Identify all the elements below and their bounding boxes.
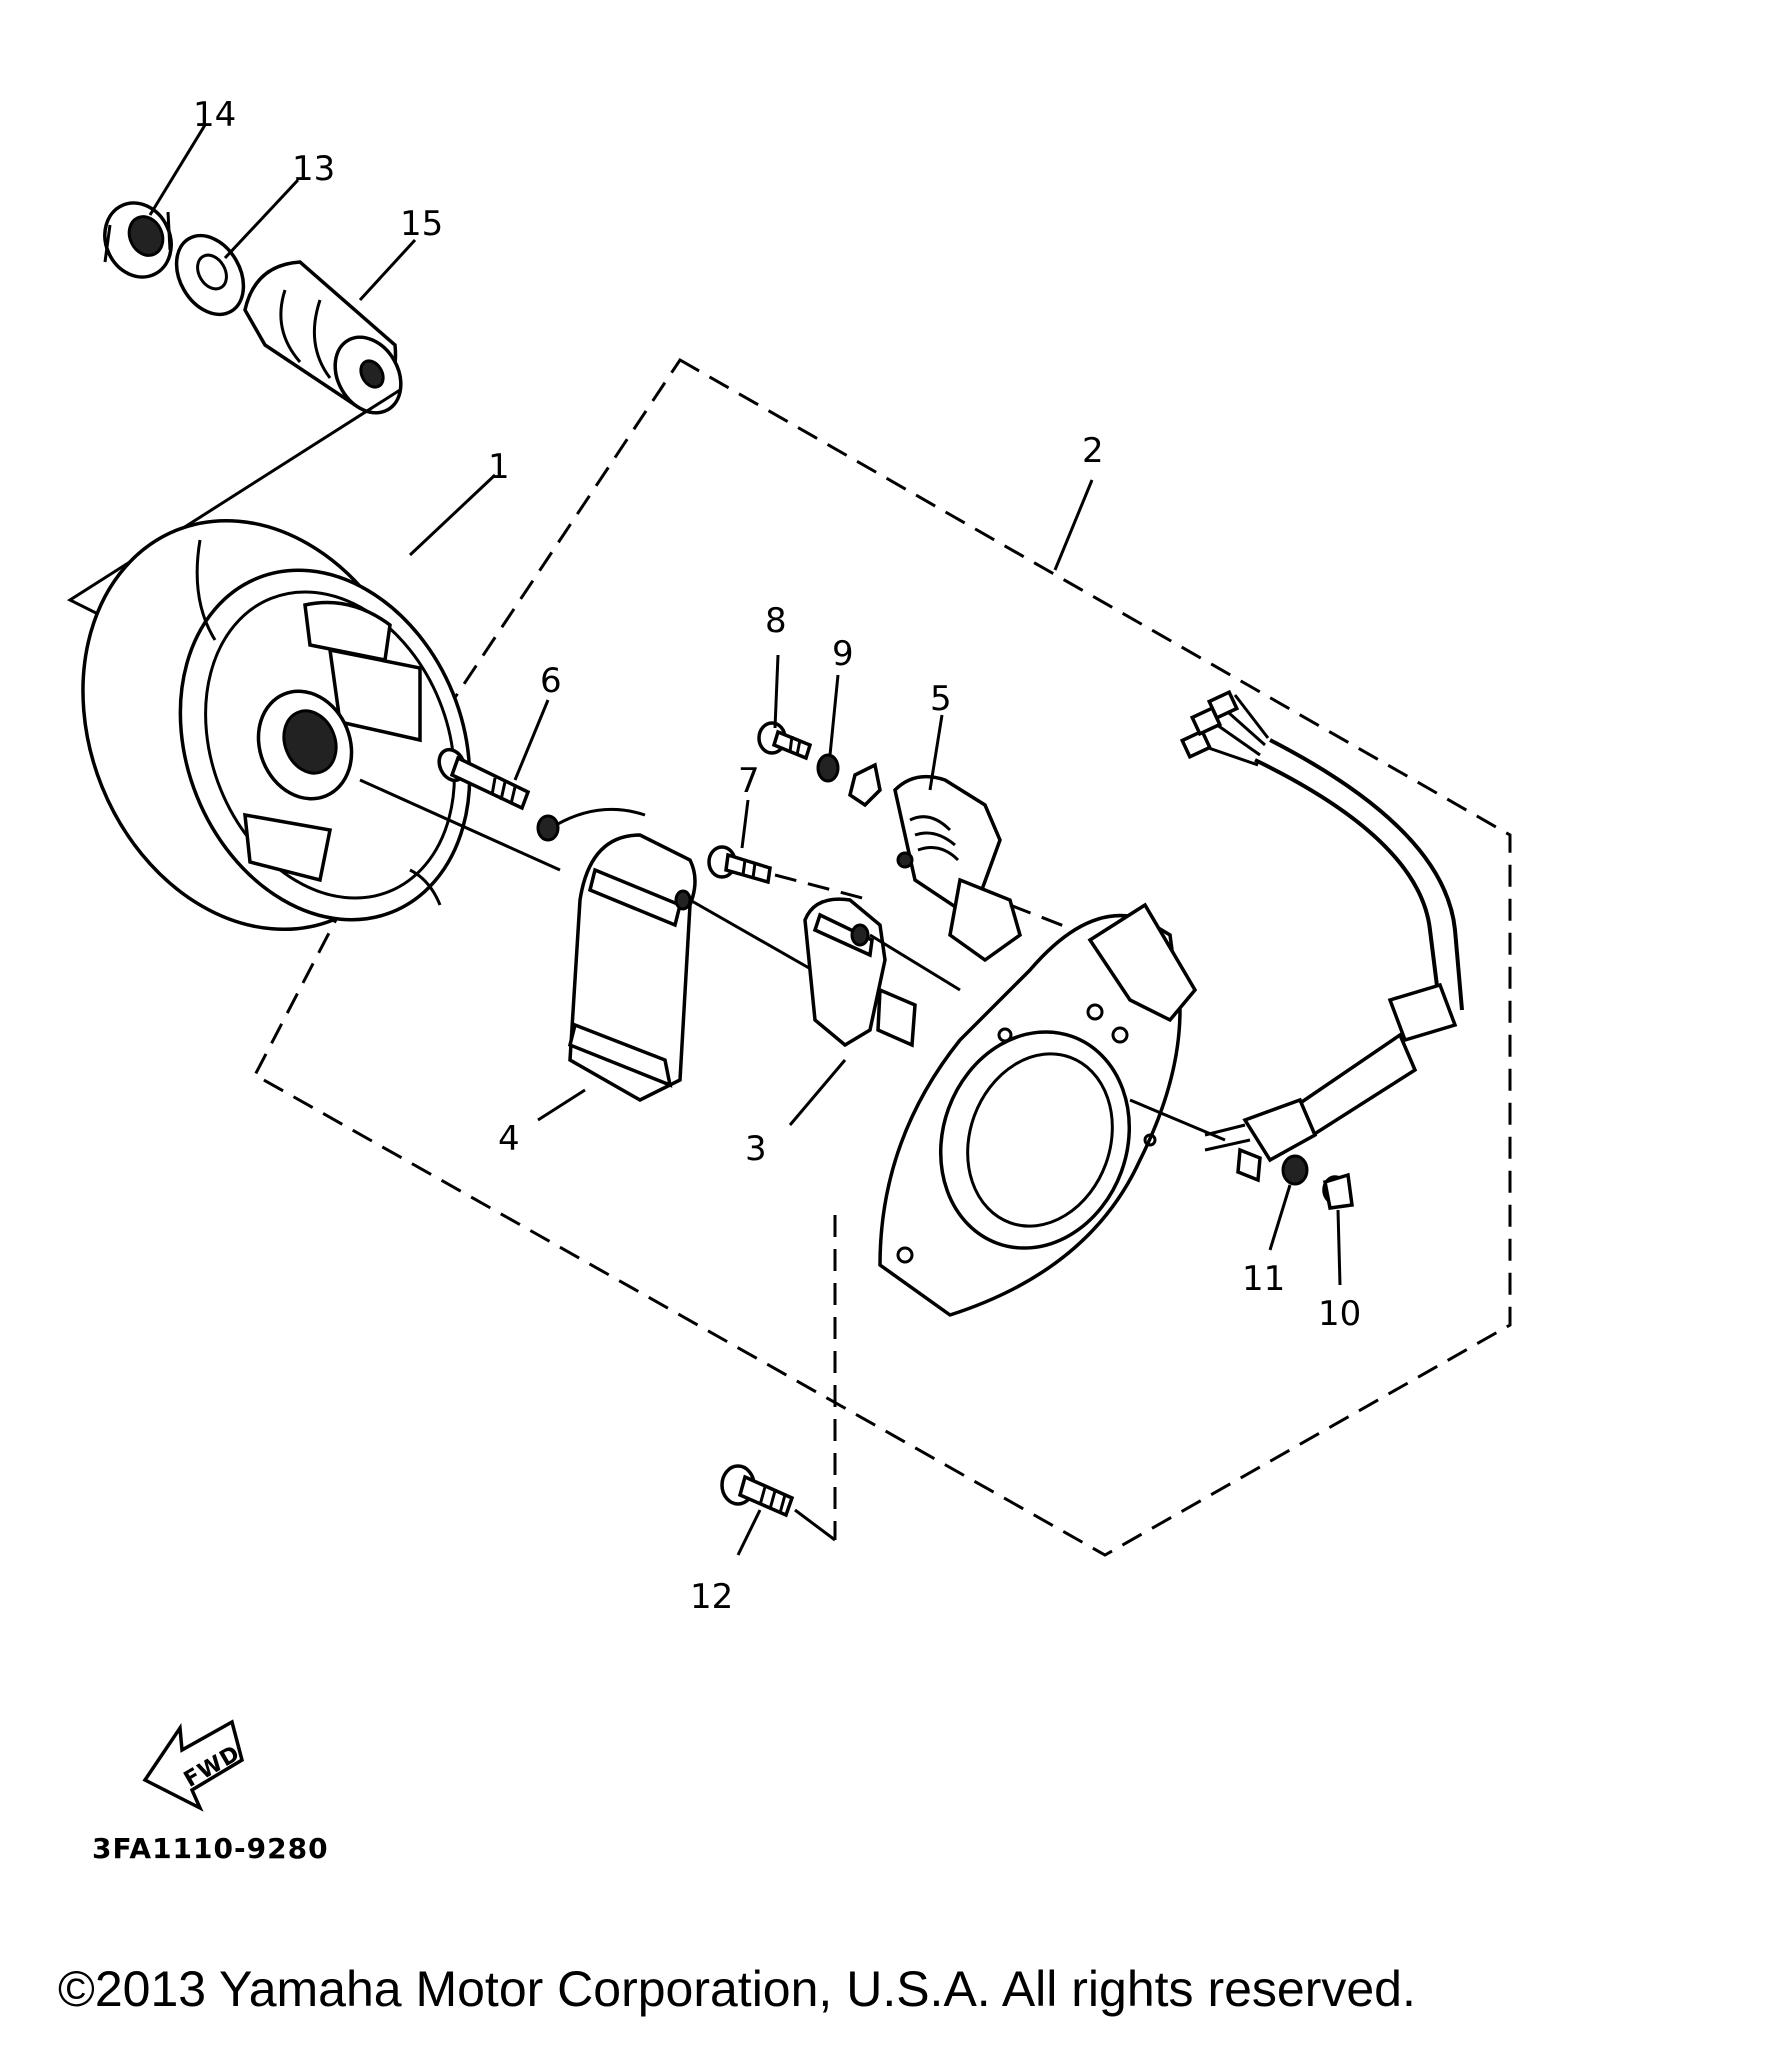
callout-10: 10 <box>1318 1294 1361 1334</box>
callout-3: 3 <box>745 1129 767 1169</box>
callout-14: 14 <box>193 95 236 135</box>
callout-9: 9 <box>832 634 854 674</box>
wire-grommet-part <box>536 807 646 842</box>
callout-2: 2 <box>1082 431 1104 471</box>
coil-axis-line <box>689 898 831 982</box>
callout-13: 13 <box>292 149 335 189</box>
pickup-coil-part <box>803 897 917 1048</box>
washer-11-part <box>1281 1154 1309 1186</box>
spacer-part <box>243 260 403 415</box>
source-coil-part <box>567 833 697 1102</box>
callout-8: 8 <box>765 601 787 641</box>
fwd-arrow-icon: FWD <box>142 1719 245 1812</box>
assembly-dashed-outline <box>252 358 1512 1557</box>
callout-12: 12 <box>690 1577 733 1617</box>
bolt-6-part <box>437 747 531 811</box>
callout-1: 1 <box>488 447 510 487</box>
bolt12-leader-dash <box>794 1508 836 1542</box>
callout-6: 6 <box>540 661 562 701</box>
callout-4: 4 <box>498 1119 520 1159</box>
contact-breaker-part <box>893 774 1023 963</box>
screw-7-part <box>707 845 772 885</box>
pickup-axis-line <box>869 933 961 992</box>
clip-part <box>848 762 882 808</box>
bolt-12-part <box>720 1464 795 1518</box>
figure-code: 3FA1110-9280 <box>92 1832 329 1865</box>
wire-harness-part <box>1179 689 1464 1183</box>
washer-9-part <box>816 753 840 783</box>
screw-8-part <box>757 721 813 761</box>
screw7-axis-line <box>774 873 871 902</box>
callout-7: 7 <box>738 761 760 801</box>
callout-leaders <box>148 124 1342 1556</box>
stator-base-plate <box>878 902 1198 1317</box>
nut-part <box>103 201 173 279</box>
flywheel-rotor-part <box>81 518 472 932</box>
callout-15: 15 <box>400 204 443 244</box>
callout-11: 11 <box>1242 1259 1285 1299</box>
rotor-axis-line <box>359 778 561 872</box>
screw-10-part <box>1322 1172 1354 1210</box>
callout-5: 5 <box>930 679 952 719</box>
copyright-notice: ©2013 Yamaha Motor Corporation, U.S.A. A… <box>58 1961 1416 2017</box>
